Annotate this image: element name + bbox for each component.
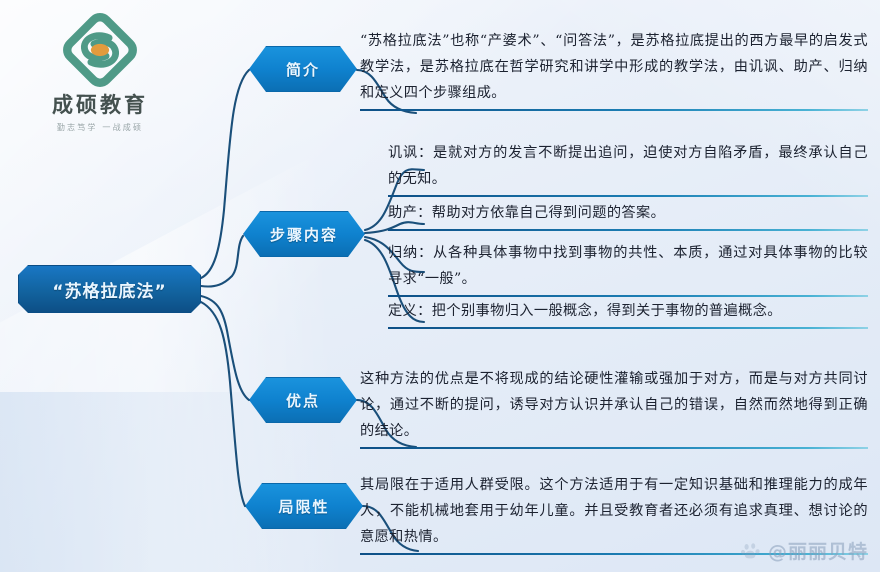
detail-text-limits: 其局限在于适用人群受限。这个方法适用于有一定知识基础和推理能力的成年人，不能机械… [360,472,868,555]
mindmap-branch-advantages[interactable]: 优点 [249,377,357,423]
detail-text-advantages: 这种方法的优点是不将现成的结论硬性灌输或强加于对方，而是与对方共同讨论，通过不断… [360,366,868,449]
brand-logo: 成硕教育 勤志笃学 一战成硕 [14,12,186,132]
detail-text-step-induction: 归纳：从各种具体事物中找到事物的共性、本质，通过对具体事物的比较寻求“一般”。 [388,240,868,297]
watermark: @丽丽贝特 [740,537,868,564]
logo-wordmark: 成硕教育 [52,93,148,117]
mindmap-root-node[interactable]: “苏格拉底法” [18,265,201,313]
detail-text-step-irony: 讥讽：是就对方的发言不断提出追问，迫使对方自陷矛盾，最终承认自己的无知。 [388,140,868,197]
detail-text-step-midwifery: 助产：帮助对方依靠自己得到问题的答案。 [388,200,868,231]
baidu-paw-icon [740,540,762,562]
mindmap-branch-limits[interactable]: 局限性 [245,483,363,529]
detail-text-intro: “苏格拉底法”也称“产婆术”、“问答法”，是苏格拉底提出的西方最早的启发式教学法… [360,28,868,111]
mindmap-branch-intro[interactable]: 简介 [249,46,357,92]
mindmap-branch-steps[interactable]: 步骤内容 [243,211,365,257]
diamond-swirl-logo-icon [62,12,138,88]
detail-text-step-definition: 定义：把个别事物归入一般概念，得到关于事物的普遍概念。 [388,298,868,329]
watermark-text: @丽丽贝特 [767,541,868,563]
logo-tagline: 勤志笃学 一战成硕 [56,123,144,132]
